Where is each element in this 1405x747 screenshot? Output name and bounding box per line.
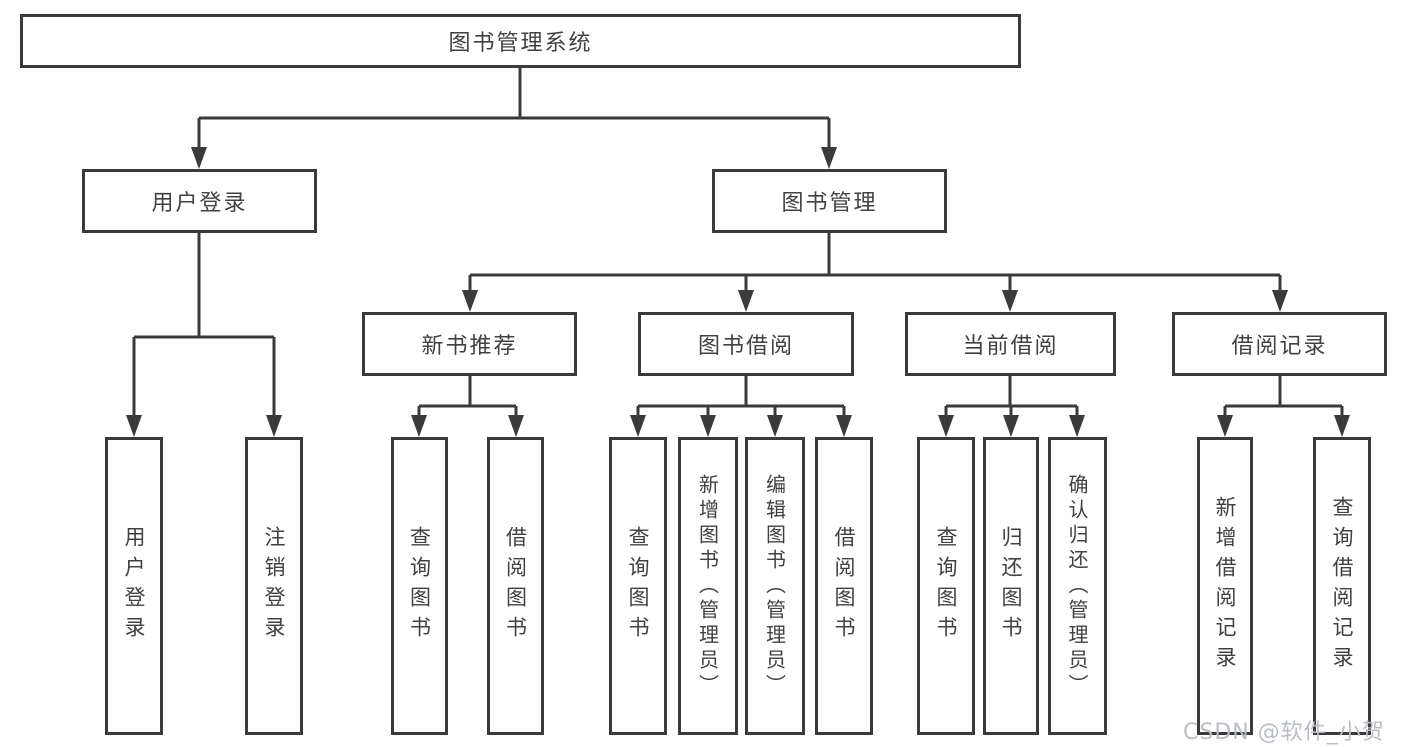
connector-paths (132, 68, 1344, 417)
node-book-borrowing: 图书借阅 (638, 312, 854, 376)
node-leaf-return-books: 归还图书 (983, 437, 1039, 735)
node-leaf-borrow-books-1: 借阅图书 (487, 437, 544, 735)
node-leaf-add-books-admin: 新增图书（管理员） (678, 437, 738, 735)
node-leaf-edit-books-admin: 编辑图书（管理员） (745, 437, 805, 735)
node-root: 图书管理系统 (20, 14, 1021, 68)
node-leaf-borrow-books-2: 借阅图书 (815, 437, 873, 735)
arrowhead-icons (126, 147, 1350, 437)
node-new-book-recommend: 新书推荐 (362, 312, 577, 376)
node-leaf-query-books-2: 查询图书 (609, 437, 667, 735)
node-leaf-query-books-3: 查询图书 (917, 437, 975, 735)
node-leaf-query-books-1: 查询图书 (391, 437, 448, 735)
node-leaf-query-borrow-record: 查询借阅记录 (1313, 437, 1371, 735)
node-book-management: 图书管理 (712, 169, 947, 233)
node-leaf-user-login: 用户登录 (105, 437, 163, 735)
node-leaf-confirm-return-admin: 确认归还（管理员） (1048, 437, 1107, 735)
node-user-login: 用户登录 (82, 169, 317, 233)
node-current-borrowing: 当前借阅 (905, 312, 1116, 376)
node-borrowing-records: 借阅记录 (1172, 312, 1387, 376)
node-leaf-logout: 注销登录 (245, 437, 303, 735)
node-leaf-add-borrow-record: 新增借阅记录 (1197, 437, 1253, 735)
